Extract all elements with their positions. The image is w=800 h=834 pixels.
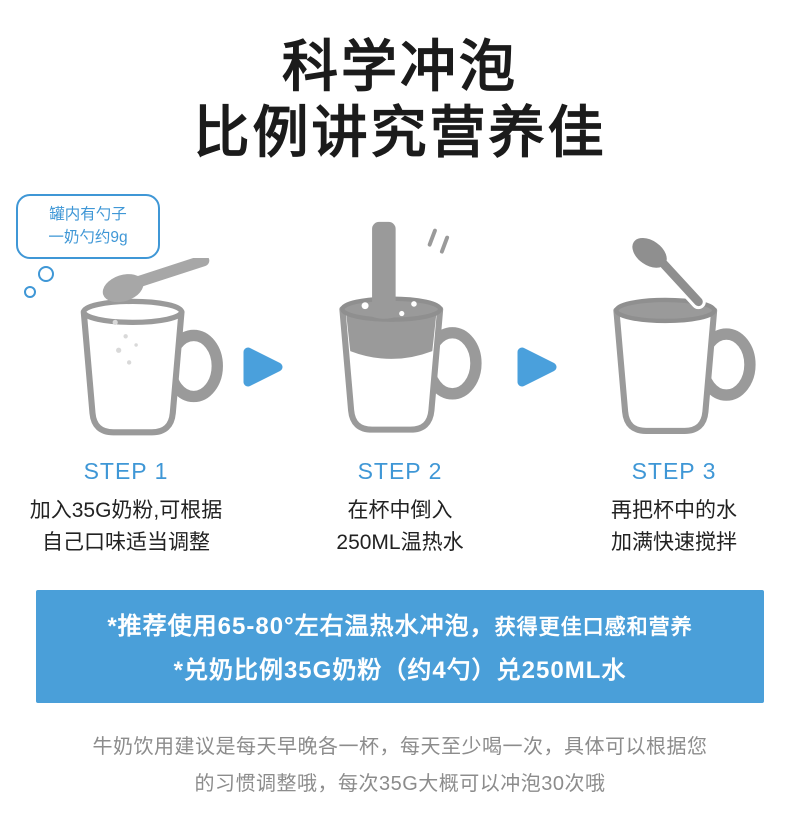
steps-row: 罐内有勺子 一奶勺约9g — [0, 194, 800, 558]
step-1-description: 加入35G奶粉,可根据 自己口味适当调整 — [29, 499, 223, 554]
banner-line1-main: *推荐使用65-80°左右温热水冲泡， — [107, 613, 495, 641]
mug-pouring-water-icon — [339, 222, 482, 433]
bubble-dot-large — [38, 266, 54, 283]
bubble-line2: 一奶勺约9g — [48, 228, 128, 246]
step-3-column: STEP 3 再把杯中的水 加满快速搅拌 — [560, 194, 788, 558]
spoon-icon — [102, 258, 210, 303]
step-1-column: 罐内有勺子 一奶勺约9g — [12, 194, 240, 558]
page-title-line2: 比例讲究营养佳 — [193, 101, 607, 165]
step-2-description: 在杯中倒入 250ML温热水 — [336, 499, 464, 554]
bubble-dot-small — [24, 286, 36, 299]
step-2-column: STEP 2 在杯中倒入 250ML温热水 — [286, 194, 514, 558]
page-title: 科学冲泡 比例讲究营养佳 — [0, 34, 800, 166]
banner-line1-sub: 获得更佳口感和营养 — [494, 616, 693, 640]
banner-line1: *推荐使用65-80°左右温热水冲泡，获得更佳口感和营养 — [36, 606, 764, 641]
step-3-label: STEP 3 — [631, 458, 717, 485]
step-1-label: STEP 1 — [83, 458, 169, 485]
recommendation-banner: *推荐使用65-80°左右温热水冲泡，获得更佳口感和营养 *兑奶比例35G奶粉（… — [36, 590, 764, 704]
step-3-illustration — [560, 194, 788, 446]
bubble-line1: 罐内有勺子 — [49, 206, 127, 224]
usage-note-line1: 牛奶饮用建议是每天早晚各一杯，每天至少喝一次，具体可以根据您 — [92, 736, 708, 759]
usage-note: 牛奶饮用建议是每天早晚各一杯，每天至少喝一次，具体可以根据您 的习惯调整哦，每次… — [0, 729, 800, 803]
page-title-line1: 科学冲泡 — [282, 35, 518, 98]
usage-note-line2: 的习惯调整哦，每次35G大概可以冲泡30次哦 — [194, 773, 606, 796]
arrow-right-icon-2 — [517, 347, 557, 387]
step-1-illustration: 罐内有勺子 一奶勺约9g — [12, 194, 240, 446]
mug-with-spoon-icon — [80, 258, 223, 436]
stirring-spoon-icon — [628, 236, 706, 310]
step-2-label: STEP 2 — [357, 458, 443, 485]
brewing-guide-page: 科学冲泡 比例讲究营养佳 罐内有勺子 一奶勺约9g — [0, 34, 800, 834]
step-2-illustration — [286, 194, 514, 446]
scoop-tip-bubble: 罐内有勺子 一奶勺约9g — [16, 194, 160, 260]
arrow-right-icon-1 — [243, 347, 283, 387]
step-3-description: 再把杯中的水 加满快速搅拌 — [611, 499, 737, 554]
mug-stirring-spoon-icon — [613, 236, 756, 435]
steam-icon — [427, 228, 450, 254]
banner-line2: *兑奶比例35G奶粉（约4勺）兑250ML水 — [173, 657, 627, 685]
